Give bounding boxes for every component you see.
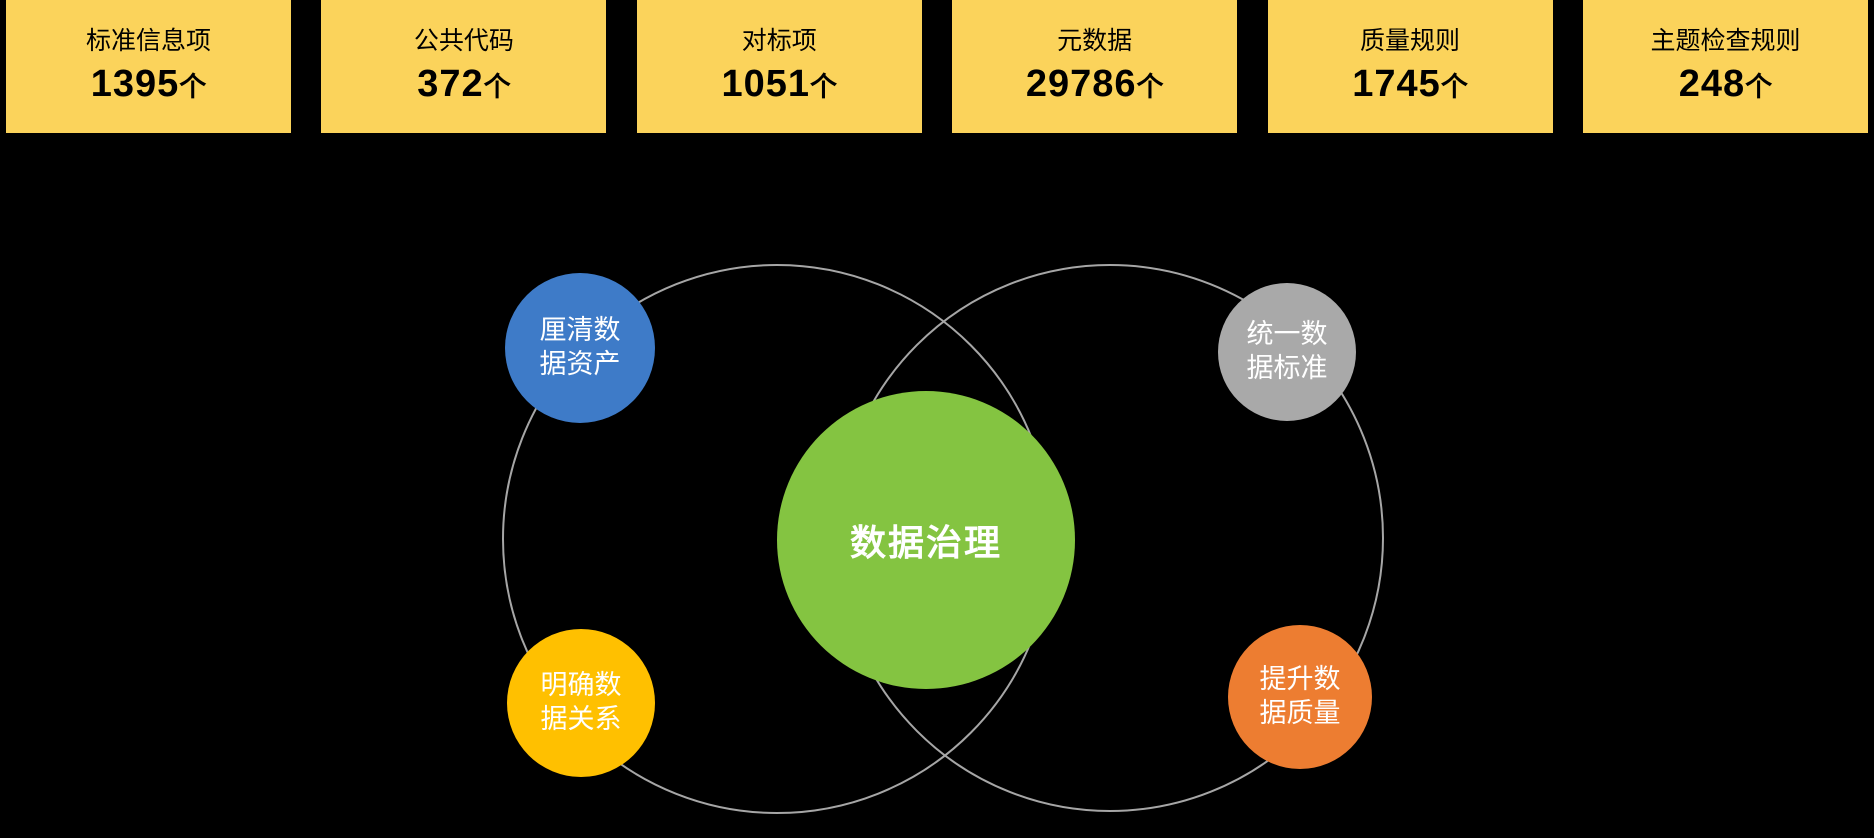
stat-unit: 个 [1136,71,1164,102]
venn-center-label: 数据治理 [849,522,1002,563]
stat-label: 元数据 [1057,27,1133,56]
stat-unit: 个 [1440,71,1468,102]
venn-node-label: 厘清数据资产 [539,315,621,379]
stat-label: 标准信息项 [85,27,211,56]
stat-value-line: 1745个 [1352,62,1468,108]
stats-row: 标准信息项 1395个 公共代码 372个 对标项 1051个 元数据 2978… [0,0,1874,133]
stat-box-standard-info-items: 标准信息项 1395个 [6,0,291,133]
stat-label: 主题检查规则 [1650,27,1801,56]
stat-value: 372 [417,62,484,105]
stat-value: 1051 [721,62,811,105]
stat-value-line: 372个 [417,62,510,108]
stat-label: 公共代码 [413,27,514,56]
stat-box-common-codes: 公共代码 372个 [321,0,607,133]
stat-unit: 个 [1745,71,1773,102]
venn-node-bottom-left: 明确数据关系 [507,629,655,777]
venn-node-label: 提升数据质量 [1259,664,1341,728]
stat-value-line: 1051个 [722,62,838,108]
stat-value: 1395 [90,62,180,105]
stat-value: 248 [1678,62,1746,105]
venn-node-bottom-right: 提升数据质量 [1228,625,1372,769]
stat-unit: 个 [810,71,838,102]
venn-node-top-right: 统一数据标准 [1218,283,1356,421]
venn-node-label: 明确数据关系 [540,670,622,734]
stat-box-metadata: 元数据 29786个 [952,0,1238,133]
venn-node-label: 统一数据标准 [1246,319,1328,383]
stat-box-quality-rules: 质量规则 1745个 [1267,0,1553,133]
stat-value-line: 29786个 [1026,62,1164,108]
stat-value-line: 1395个 [91,62,207,108]
venn-node-top-left: 厘清数据资产 [505,273,655,423]
stat-box-topic-check-rules: 主题检查规则 248个 [1582,0,1868,133]
venn-center-circle: 数据治理 [777,391,1075,689]
stat-value-line: 248个 [1679,62,1772,108]
stat-label: 质量规则 [1360,27,1461,56]
stat-box-benchmark-items: 对标项 1051个 [636,0,922,133]
stat-unit: 个 [483,71,511,102]
stat-unit: 个 [179,71,207,102]
stat-value: 29786 [1025,62,1137,105]
stat-label: 对标项 [741,27,817,56]
stat-value: 1745 [1352,62,1441,105]
